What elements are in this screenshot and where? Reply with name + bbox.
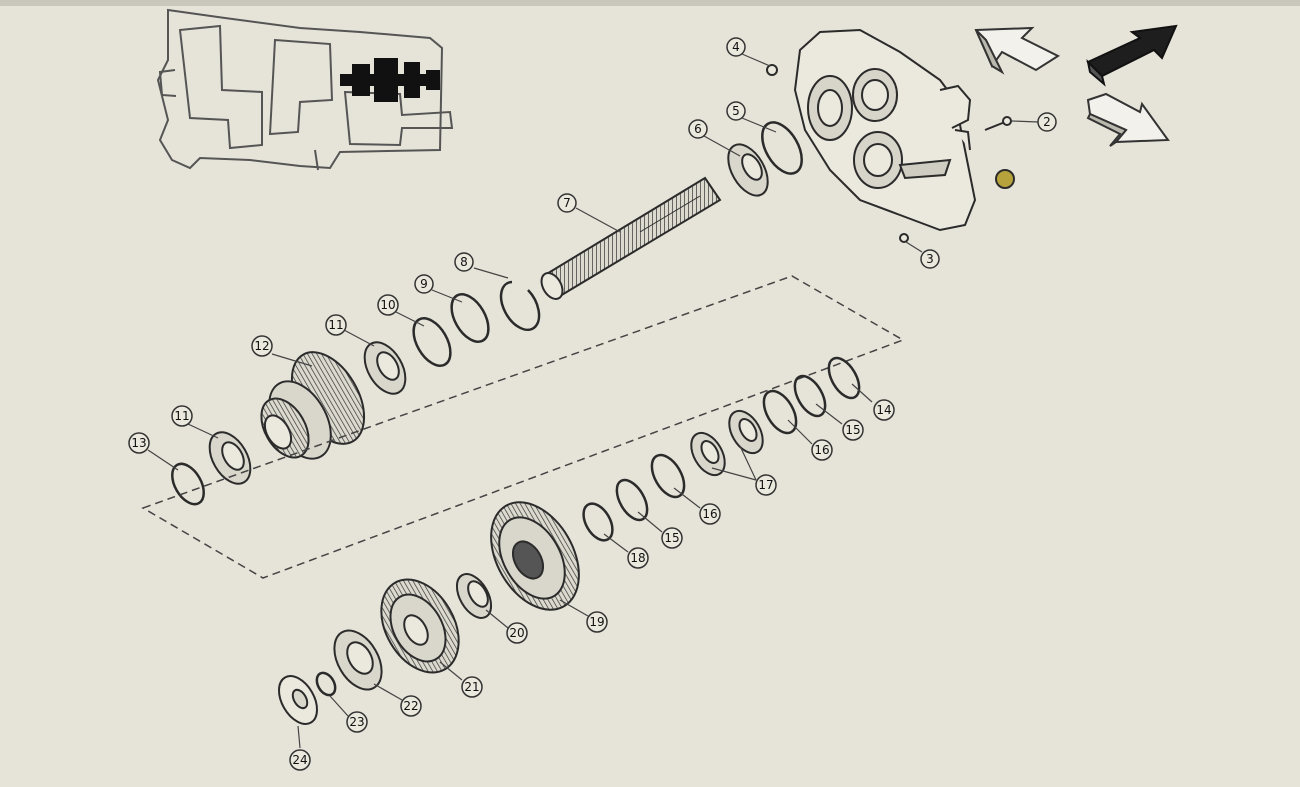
seal-ring-5 [761, 121, 803, 175]
callout-11-upper[interactable]: 11 [325, 314, 347, 336]
callout-23-text: 23 [349, 715, 364, 729]
callout-21[interactable]: 21 [461, 676, 483, 698]
callout-15-upper[interactable]: 15 [842, 419, 864, 441]
callout-15-lower[interactable]: 15 [661, 527, 683, 549]
highlighted-shaft-icon [340, 58, 440, 102]
callout-23[interactable]: 23 [346, 711, 368, 733]
ring-18 [582, 502, 614, 542]
leader-lines [147, 53, 1039, 749]
ring-14 [827, 356, 861, 400]
callout-10[interactable]: 10 [377, 294, 399, 316]
callout-5[interactable]: 5 [726, 101, 746, 121]
callout-15-lower-text: 15 [664, 531, 679, 545]
kit-boundary-dashed [141, 275, 905, 579]
transmission-locator-icon[interactable] [156, 8, 454, 171]
ring-13 [171, 462, 205, 506]
callout-20[interactable]: 20 [506, 622, 528, 644]
callout-19-text: 19 [589, 615, 604, 629]
callout-21-text: 21 [464, 680, 479, 694]
callout-7-text: 7 [563, 196, 571, 210]
callout-22[interactable]: 22 [400, 695, 422, 717]
shaft-7 [540, 176, 722, 300]
washer-24 [278, 675, 318, 725]
hex-plug [995, 169, 1015, 189]
ring-23 [315, 671, 337, 697]
callout-17-text: 17 [758, 478, 773, 492]
callout-13[interactable]: 13 [128, 432, 150, 454]
callout-16-lower-text: 16 [702, 507, 717, 521]
gear-housing-cover [793, 28, 977, 232]
callout-11-lower-text: 11 [174, 409, 189, 423]
filled-arrow-up-right-icon[interactable] [1086, 24, 1178, 87]
callout-19[interactable]: 19 [586, 611, 608, 633]
screw-3 [899, 233, 909, 243]
snap-ring-8 [499, 280, 541, 331]
callout-16-upper[interactable]: 16 [811, 439, 833, 461]
callout-3[interactable]: 3 [920, 249, 940, 269]
screw-2 [984, 116, 1012, 131]
bearing-11-upper [363, 341, 407, 395]
callout-4[interactable]: 4 [726, 37, 746, 57]
callout-11-upper-text: 11 [328, 318, 343, 332]
callout-6-text: 6 [694, 122, 702, 136]
callout-24[interactable]: 24 [289, 749, 311, 771]
callout-9[interactable]: 9 [414, 274, 434, 294]
callout-11-lower[interactable]: 11 [171, 405, 193, 427]
callout-8-text: 8 [460, 255, 468, 269]
callout-12[interactable]: 12 [251, 335, 273, 357]
top-edge-shadow [0, 0, 1300, 6]
callout-17[interactable]: 17 [755, 474, 777, 496]
callout-5-text: 5 [732, 104, 740, 118]
washer-9 [450, 293, 490, 343]
callout-20-text: 20 [509, 626, 524, 640]
bushing-20 [455, 573, 493, 619]
callout-2-text: 2 [1043, 115, 1051, 129]
callout-18-text: 18 [630, 551, 645, 565]
bearing-17-b [690, 431, 726, 477]
callout-14-text: 14 [876, 403, 891, 417]
callout-18[interactable]: 18 [627, 547, 649, 569]
callout-labels: 2 3 4 5 6 7 8 9 10 11 11 12 13 14 15 15 … [128, 37, 1057, 771]
callout-7[interactable]: 7 [557, 193, 577, 213]
gear-21 [380, 578, 460, 674]
callout-16-lower[interactable]: 16 [699, 503, 721, 525]
callout-16-upper-text: 16 [814, 443, 829, 457]
callout-8[interactable]: 8 [454, 252, 474, 272]
washer-16-lower [650, 453, 686, 499]
outline-arrow-up-right-icon[interactable] [974, 26, 1061, 75]
callout-3-text: 3 [926, 252, 934, 266]
callout-24-text: 24 [292, 753, 307, 767]
ring-15-lower [615, 478, 649, 522]
callout-22-text: 22 [403, 699, 418, 713]
callout-12-text: 12 [254, 339, 269, 353]
washer-16-upper [762, 389, 798, 435]
gear-19 [490, 501, 580, 611]
callout-13-text: 13 [131, 436, 146, 450]
callout-9-text: 9 [420, 277, 428, 291]
ring-15-upper [793, 374, 827, 418]
bearing-22 [333, 629, 383, 691]
bearing-11-lower [208, 431, 252, 485]
ring-10 [412, 317, 452, 367]
gear-12 [260, 351, 366, 460]
bearing-6 [727, 143, 769, 197]
screw-4 [766, 64, 778, 76]
bearing-17-a [728, 409, 764, 455]
callout-6[interactable]: 6 [688, 119, 708, 139]
outline-arrow-down-right-icon[interactable] [1086, 92, 1170, 147]
callout-4-text: 4 [732, 40, 740, 54]
callout-14[interactable]: 14 [873, 399, 895, 421]
callout-2[interactable]: 2 [1037, 112, 1057, 132]
callout-15-upper-text: 15 [845, 423, 860, 437]
callout-10-text: 10 [380, 298, 395, 312]
